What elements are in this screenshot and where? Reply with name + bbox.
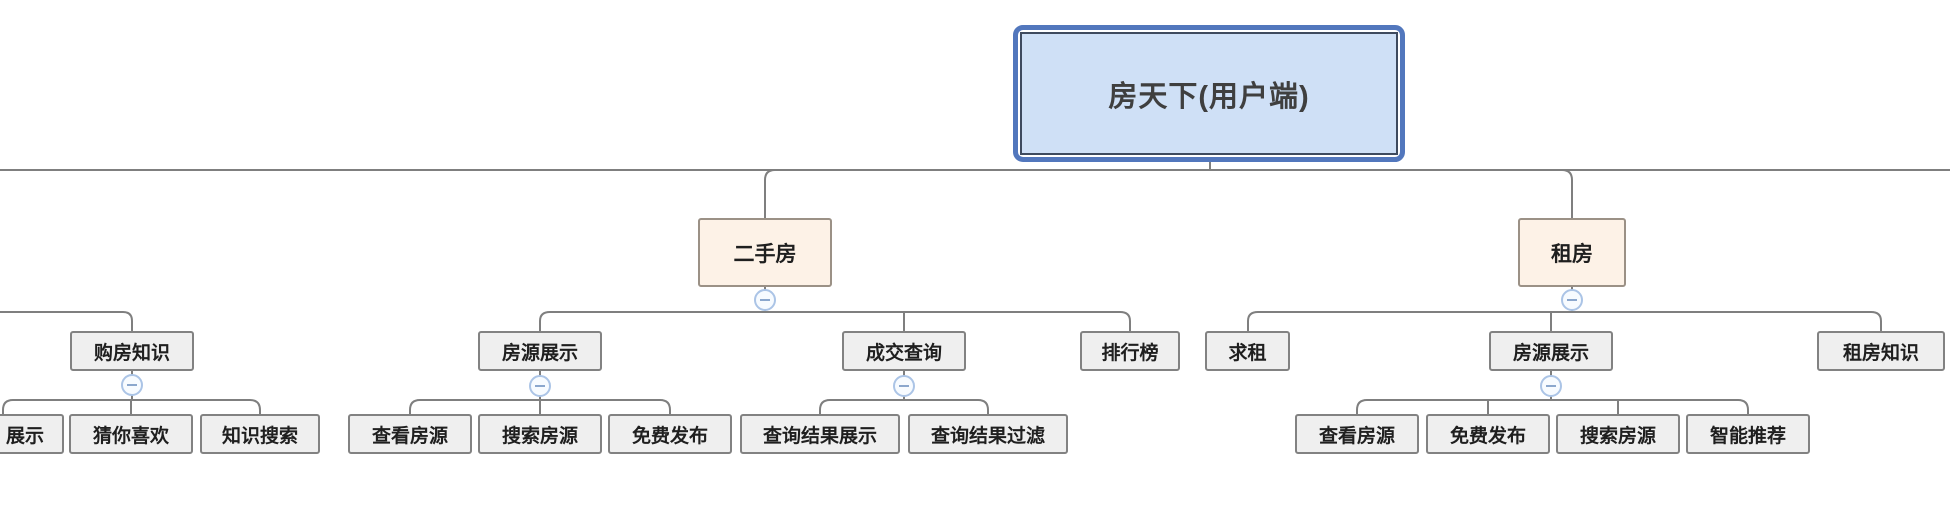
node-view-listing-2[interactable]: 查看房源	[1295, 414, 1419, 454]
node-query-result-filter-label: 查询结果过滤	[930, 425, 1045, 447]
node-search-listing-1-label: 搜索房源	[501, 425, 578, 447]
node-deal-query-label: 成交查询	[865, 342, 942, 364]
node-ranking-label: 排行榜	[1101, 342, 1159, 364]
node-rent-knowledge[interactable]: 租房知识	[1817, 331, 1945, 371]
node-guess-you-like[interactable]: 猜你喜欢	[69, 414, 193, 454]
node-query-result-display[interactable]: 查询结果展示	[740, 414, 900, 454]
node-rent-knowledge-label: 租房知识	[1842, 342, 1919, 364]
node-rent-listing-label: 房源展示	[1512, 342, 1589, 364]
node-view-listing-2-label: 查看房源	[1318, 425, 1395, 447]
node-second-hand-listing-label: 房源展示	[501, 342, 578, 364]
root-node[interactable]: 房天下(用户端)	[1013, 25, 1405, 162]
node-seek-rent[interactable]: 求租	[1205, 331, 1290, 371]
node-knowledge-search[interactable]: 知识搜索	[200, 414, 320, 454]
node-view-listing-1-label: 查看房源	[371, 425, 448, 447]
node-search-listing-2-label: 搜索房源	[1579, 425, 1656, 447]
collapse-minus-icon-rent-listing[interactable]	[1540, 375, 1562, 397]
collapse-minus-icon-second-hand-listing[interactable]	[529, 375, 551, 397]
node-buy-knowledge[interactable]: 购房知识	[70, 331, 194, 371]
node-free-publish-1-label: 免费发布	[631, 425, 708, 447]
collapse-minus-icon-rent[interactable]	[1561, 289, 1583, 311]
node-smart-recommend-label: 智能推荐	[1709, 425, 1786, 447]
node-smart-recommend[interactable]: 智能推荐	[1686, 414, 1810, 454]
node-knowledge-display-cut[interactable]: 展示	[0, 414, 64, 454]
node-view-listing-1[interactable]: 查看房源	[348, 414, 472, 454]
node-ranking[interactable]: 排行榜	[1080, 331, 1180, 371]
collapse-minus-icon-deal-query[interactable]	[893, 375, 915, 397]
node-search-listing-1[interactable]: 搜索房源	[478, 414, 602, 454]
node-free-publish-1[interactable]: 免费发布	[608, 414, 732, 454]
node-query-result-display-label: 查询结果展示	[762, 425, 877, 447]
root-label: 房天下(用户端)	[1020, 32, 1398, 155]
node-free-publish-2-label: 免费发布	[1449, 425, 1526, 447]
node-rent-listing[interactable]: 房源展示	[1489, 331, 1613, 371]
branch-second-hand[interactable]: 二手房	[698, 218, 832, 287]
branch-second-hand-label: 二手房	[733, 242, 797, 266]
node-knowledge-search-label: 知识搜索	[221, 425, 298, 447]
collapse-minus-icon-second-hand[interactable]	[754, 289, 776, 311]
node-guess-you-like-label: 猜你喜欢	[92, 425, 169, 447]
node-search-listing-2[interactable]: 搜索房源	[1556, 414, 1680, 454]
branch-rent[interactable]: 租房	[1518, 218, 1626, 287]
collapse-minus-icon-buy-knowledge[interactable]	[121, 374, 143, 396]
node-free-publish-2[interactable]: 免费发布	[1426, 414, 1550, 454]
node-knowledge-display-label: 展示	[5, 425, 44, 447]
branch-rent-label: 租房	[1551, 242, 1593, 266]
node-buy-knowledge-label: 购房知识	[93, 342, 170, 364]
node-query-result-filter[interactable]: 查询结果过滤	[908, 414, 1068, 454]
node-deal-query[interactable]: 成交查询	[842, 331, 966, 371]
node-second-hand-listing[interactable]: 房源展示	[478, 331, 602, 371]
node-seek-rent-label: 求租	[1228, 342, 1267, 364]
